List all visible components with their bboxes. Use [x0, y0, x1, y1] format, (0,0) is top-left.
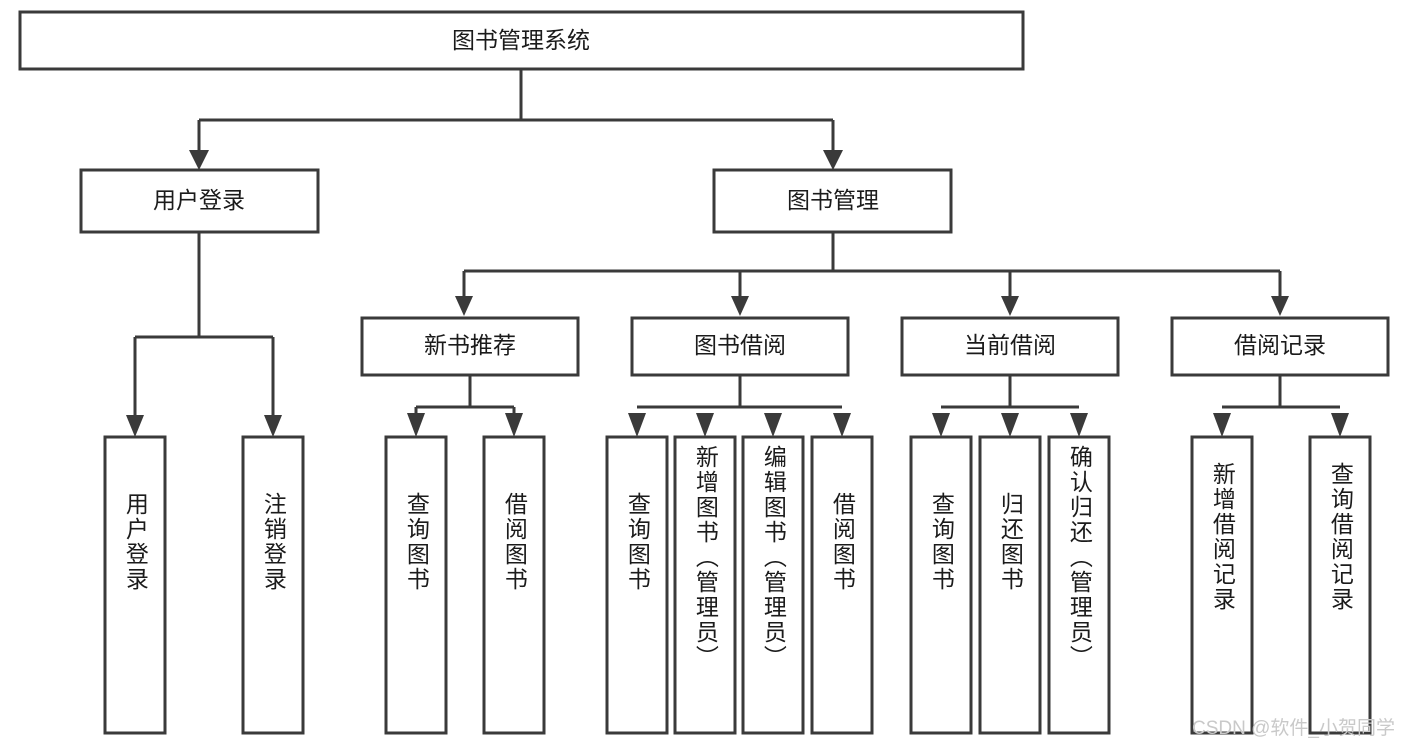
leafbox-return-book[interactable]	[978, 435, 1042, 735]
leafbox-borrow-book-2[interactable]	[810, 435, 874, 735]
arrow-icon	[833, 413, 851, 437]
arrow-icon	[455, 296, 473, 316]
node-user-login-label: 用户登录	[153, 187, 245, 213]
node-current-borrow[interactable]	[900, 316, 1120, 377]
node-current-borrow-label: 当前借阅	[964, 332, 1056, 358]
arrow-icon	[1271, 296, 1289, 316]
node-borrow-record[interactable]	[1170, 316, 1390, 377]
arrow-icon	[1213, 413, 1231, 437]
leafbox-user-login[interactable]	[103, 435, 167, 735]
connector-borrow-record-to-leaves	[1213, 375, 1349, 437]
leafbox-edit-book[interactable]	[741, 435, 805, 735]
node-book-borrow-label: 图书借阅	[694, 332, 786, 358]
leafbox-query-book-2[interactable]	[605, 435, 669, 735]
leafbox-borrow-book-1[interactable]	[482, 435, 546, 735]
connector-user-login-to-leaves	[126, 232, 282, 437]
arrow-icon	[407, 413, 425, 437]
arrow-icon	[1070, 413, 1088, 437]
connector-book-manage-to-level3	[455, 232, 1289, 316]
connector-current-borrow-to-leaves	[932, 375, 1088, 437]
arrow-icon	[505, 413, 523, 437]
leafbox-add-record[interactable]	[1190, 435, 1254, 735]
arrow-icon	[932, 413, 950, 437]
connector-new-book-recommend-to-leaves	[407, 375, 523, 437]
leafbox-add-book[interactable]	[673, 435, 737, 735]
arrow-icon	[1001, 296, 1019, 316]
arrow-icon	[764, 413, 782, 437]
leafbox-query-book-3[interactable]	[909, 435, 973, 735]
node-new-book-recommend-label: 新书推荐	[424, 332, 516, 358]
leafbox-query-record[interactable]	[1308, 435, 1372, 735]
node-new-book-recommend[interactable]	[360, 316, 580, 377]
arrow-icon	[731, 296, 749, 316]
arrow-icon	[628, 413, 646, 437]
arrow-icon	[126, 415, 144, 437]
leafbox-query-book-1[interactable]	[384, 435, 448, 735]
node-book-manage[interactable]	[712, 168, 953, 234]
connector-root-to-level2	[189, 68, 843, 170]
connector-book-borrow-to-leaves	[628, 375, 851, 437]
csdn-watermark: CSDN @软件_小贺同学	[1192, 718, 1395, 739]
leafbox-logout-login[interactable]	[241, 435, 305, 735]
arrow-icon	[264, 415, 282, 437]
node-title-system[interactable]	[18, 10, 1025, 71]
arrow-icon	[823, 150, 843, 170]
arrow-icon	[189, 150, 209, 170]
node-borrow-record-label: 借阅记录	[1234, 332, 1326, 358]
arrow-icon	[696, 413, 714, 437]
node-book-manage-label: 图书管理	[787, 187, 879, 213]
arrow-icon	[1001, 413, 1019, 437]
node-book-borrow[interactable]	[630, 316, 850, 377]
node-title-system-label: 图书管理系统	[452, 27, 590, 53]
leafbox-confirm-return[interactable]	[1047, 435, 1111, 735]
arrow-icon	[1331, 413, 1349, 437]
